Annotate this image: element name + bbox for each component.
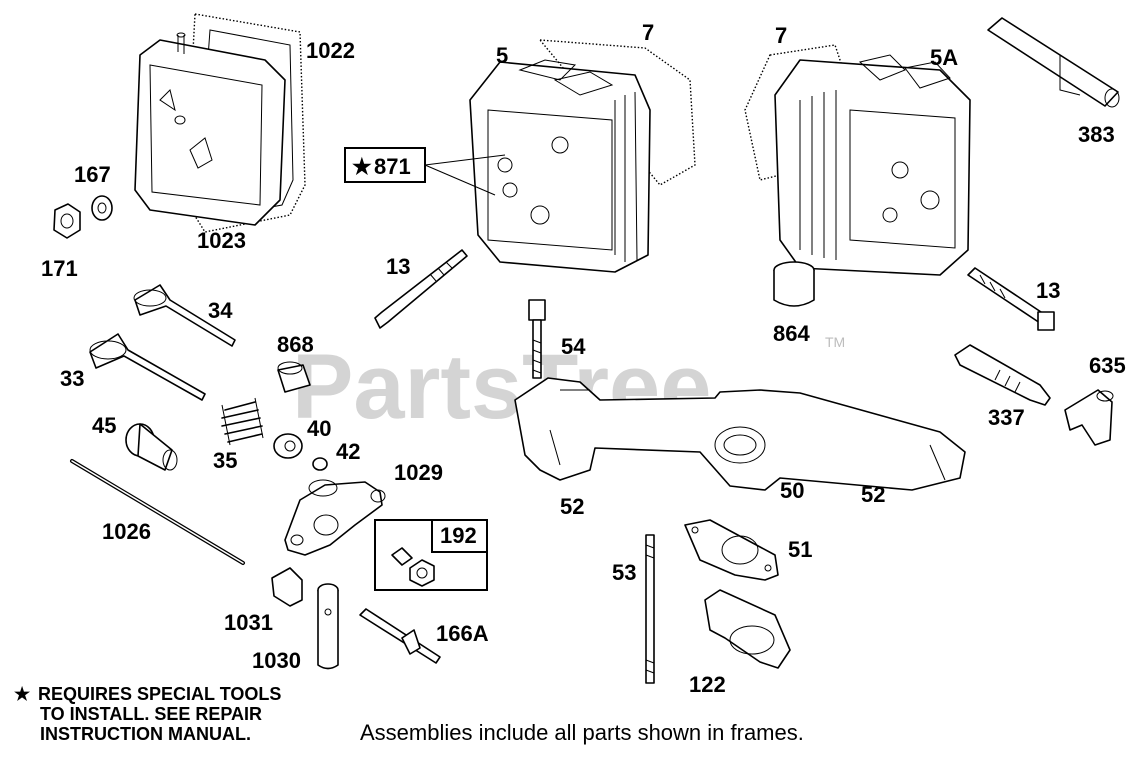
label-7-left: 7 — [642, 20, 654, 45]
label-122: 122 — [689, 672, 726, 697]
part-13-bolt-right — [967, 267, 1055, 331]
label-45: 45 — [92, 413, 116, 438]
part-40-retainer — [273, 433, 303, 459]
part-1030-shaft — [317, 583, 339, 670]
label-35: 35 — [213, 448, 237, 473]
part-1026-pushrod — [70, 459, 245, 565]
label-52-left: 52 — [560, 494, 584, 519]
callout-labels: 1022 7 5 7 5A 383 167 1023 171 ★ 871 13 … — [41, 20, 1126, 697]
label-52-right: 52 — [861, 482, 885, 507]
part-167-washer — [91, 195, 113, 221]
part-383-tool — [987, 17, 1120, 108]
part-1029-rocker-arm — [284, 479, 386, 556]
label-13-left: 13 — [386, 254, 410, 279]
label-871-star: ★ — [352, 154, 372, 179]
part-13-bolt-left — [374, 249, 468, 329]
label-53: 53 — [612, 560, 636, 585]
label-868: 868 — [277, 332, 314, 357]
part-122-adapter — [704, 589, 791, 669]
label-42: 42 — [336, 439, 360, 464]
label-51: 51 — [788, 537, 812, 562]
label-1022: 1022 — [306, 38, 355, 63]
label-7-right: 7 — [775, 23, 787, 48]
label-13-right: 13 — [1036, 278, 1060, 303]
part-53-stud — [645, 534, 655, 684]
label-171: 171 — [41, 256, 78, 281]
label-33: 33 — [60, 366, 84, 391]
part-5a-cylinder-head — [744, 44, 971, 276]
part-35-spring — [221, 397, 264, 446]
label-50: 50 — [780, 478, 804, 503]
label-635: 635 — [1089, 353, 1126, 378]
label-166a: 166A — [436, 621, 489, 646]
label-5a: 5A — [930, 45, 958, 70]
part-34-valve — [133, 284, 236, 347]
special-tools-note: ★ REQUIRES SPECIAL TOOLS TO INSTALL. SEE … — [14, 684, 281, 744]
part-5-cylinder-head — [469, 39, 696, 273]
label-192: 192 — [440, 523, 477, 548]
label-40: 40 — [307, 416, 331, 441]
note-line-1: REQUIRES SPECIAL TOOLS — [38, 684, 282, 704]
part-868-seal — [277, 361, 311, 393]
label-383: 383 — [1078, 122, 1115, 147]
note-line-2: TO INSTALL. SEE REPAIR — [40, 704, 263, 724]
label-1030: 1030 — [252, 648, 301, 673]
part-50-intake-manifold — [514, 377, 966, 491]
part-871-callout — [344, 147, 506, 196]
label-54: 54 — [561, 334, 586, 359]
label-864: 864 — [773, 321, 810, 346]
part-864-guide — [773, 261, 815, 307]
label-1023: 1023 — [197, 228, 246, 253]
label-34: 34 — [208, 298, 233, 323]
star-symbol: ★ — [14, 684, 31, 704]
part-337-spark-plug — [954, 344, 1051, 406]
label-1031: 1031 — [224, 610, 273, 635]
part-33-valve — [89, 333, 206, 401]
part-166a-stud — [359, 608, 441, 664]
part-171-nut — [53, 203, 81, 239]
label-337: 337 — [988, 405, 1025, 430]
watermark-trademark: TM — [825, 334, 845, 350]
part-51-gasket — [684, 519, 779, 581]
label-871: 871 — [374, 154, 411, 179]
label-1029: 1029 — [394, 460, 443, 485]
part-192-assembly-frame — [374, 519, 488, 591]
part-635-boot — [1064, 389, 1114, 446]
label-167: 167 — [74, 162, 111, 187]
part-42-stud — [312, 457, 328, 471]
note-line-3: INSTRUCTION MANUAL. — [40, 724, 251, 744]
label-1026: 1026 — [102, 519, 151, 544]
part-45-tappet — [125, 423, 178, 471]
part-1031-bushing — [271, 567, 303, 607]
part-1023-valve-cover — [134, 32, 286, 226]
assemblies-caption: Assemblies include all parts shown in fr… — [360, 720, 804, 745]
label-5: 5 — [496, 43, 508, 68]
part-54-bolt — [528, 299, 546, 379]
